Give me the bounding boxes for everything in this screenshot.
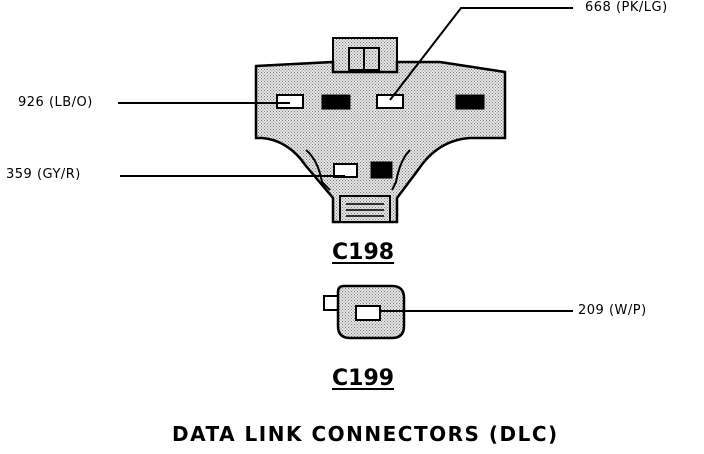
c199-connector <box>323 284 406 340</box>
connector-id-c199: C199 <box>332 366 395 391</box>
diagram-caption: DATA LINK CONNECTORS (DLC) <box>172 422 559 446</box>
pin-209 <box>355 305 381 321</box>
pin-filled <box>370 161 393 179</box>
wire-label-209: 209 (W/P) <box>578 303 647 318</box>
connector-id-c198: C198 <box>332 240 395 265</box>
c198-body <box>254 60 507 224</box>
c198-connector <box>254 37 507 224</box>
pin-359 <box>333 163 358 178</box>
pin-926 <box>276 94 304 109</box>
wire-label-359: 359 (GY/R) <box>6 167 81 182</box>
pin-filled <box>321 94 351 110</box>
pin-668 <box>376 94 404 109</box>
pin-filled <box>455 94 485 110</box>
wire-label-926: 926 (LB/O) <box>18 95 93 110</box>
wire-label-668: 668 (PK/LG) <box>585 0 668 15</box>
leader-668 <box>389 7 573 101</box>
